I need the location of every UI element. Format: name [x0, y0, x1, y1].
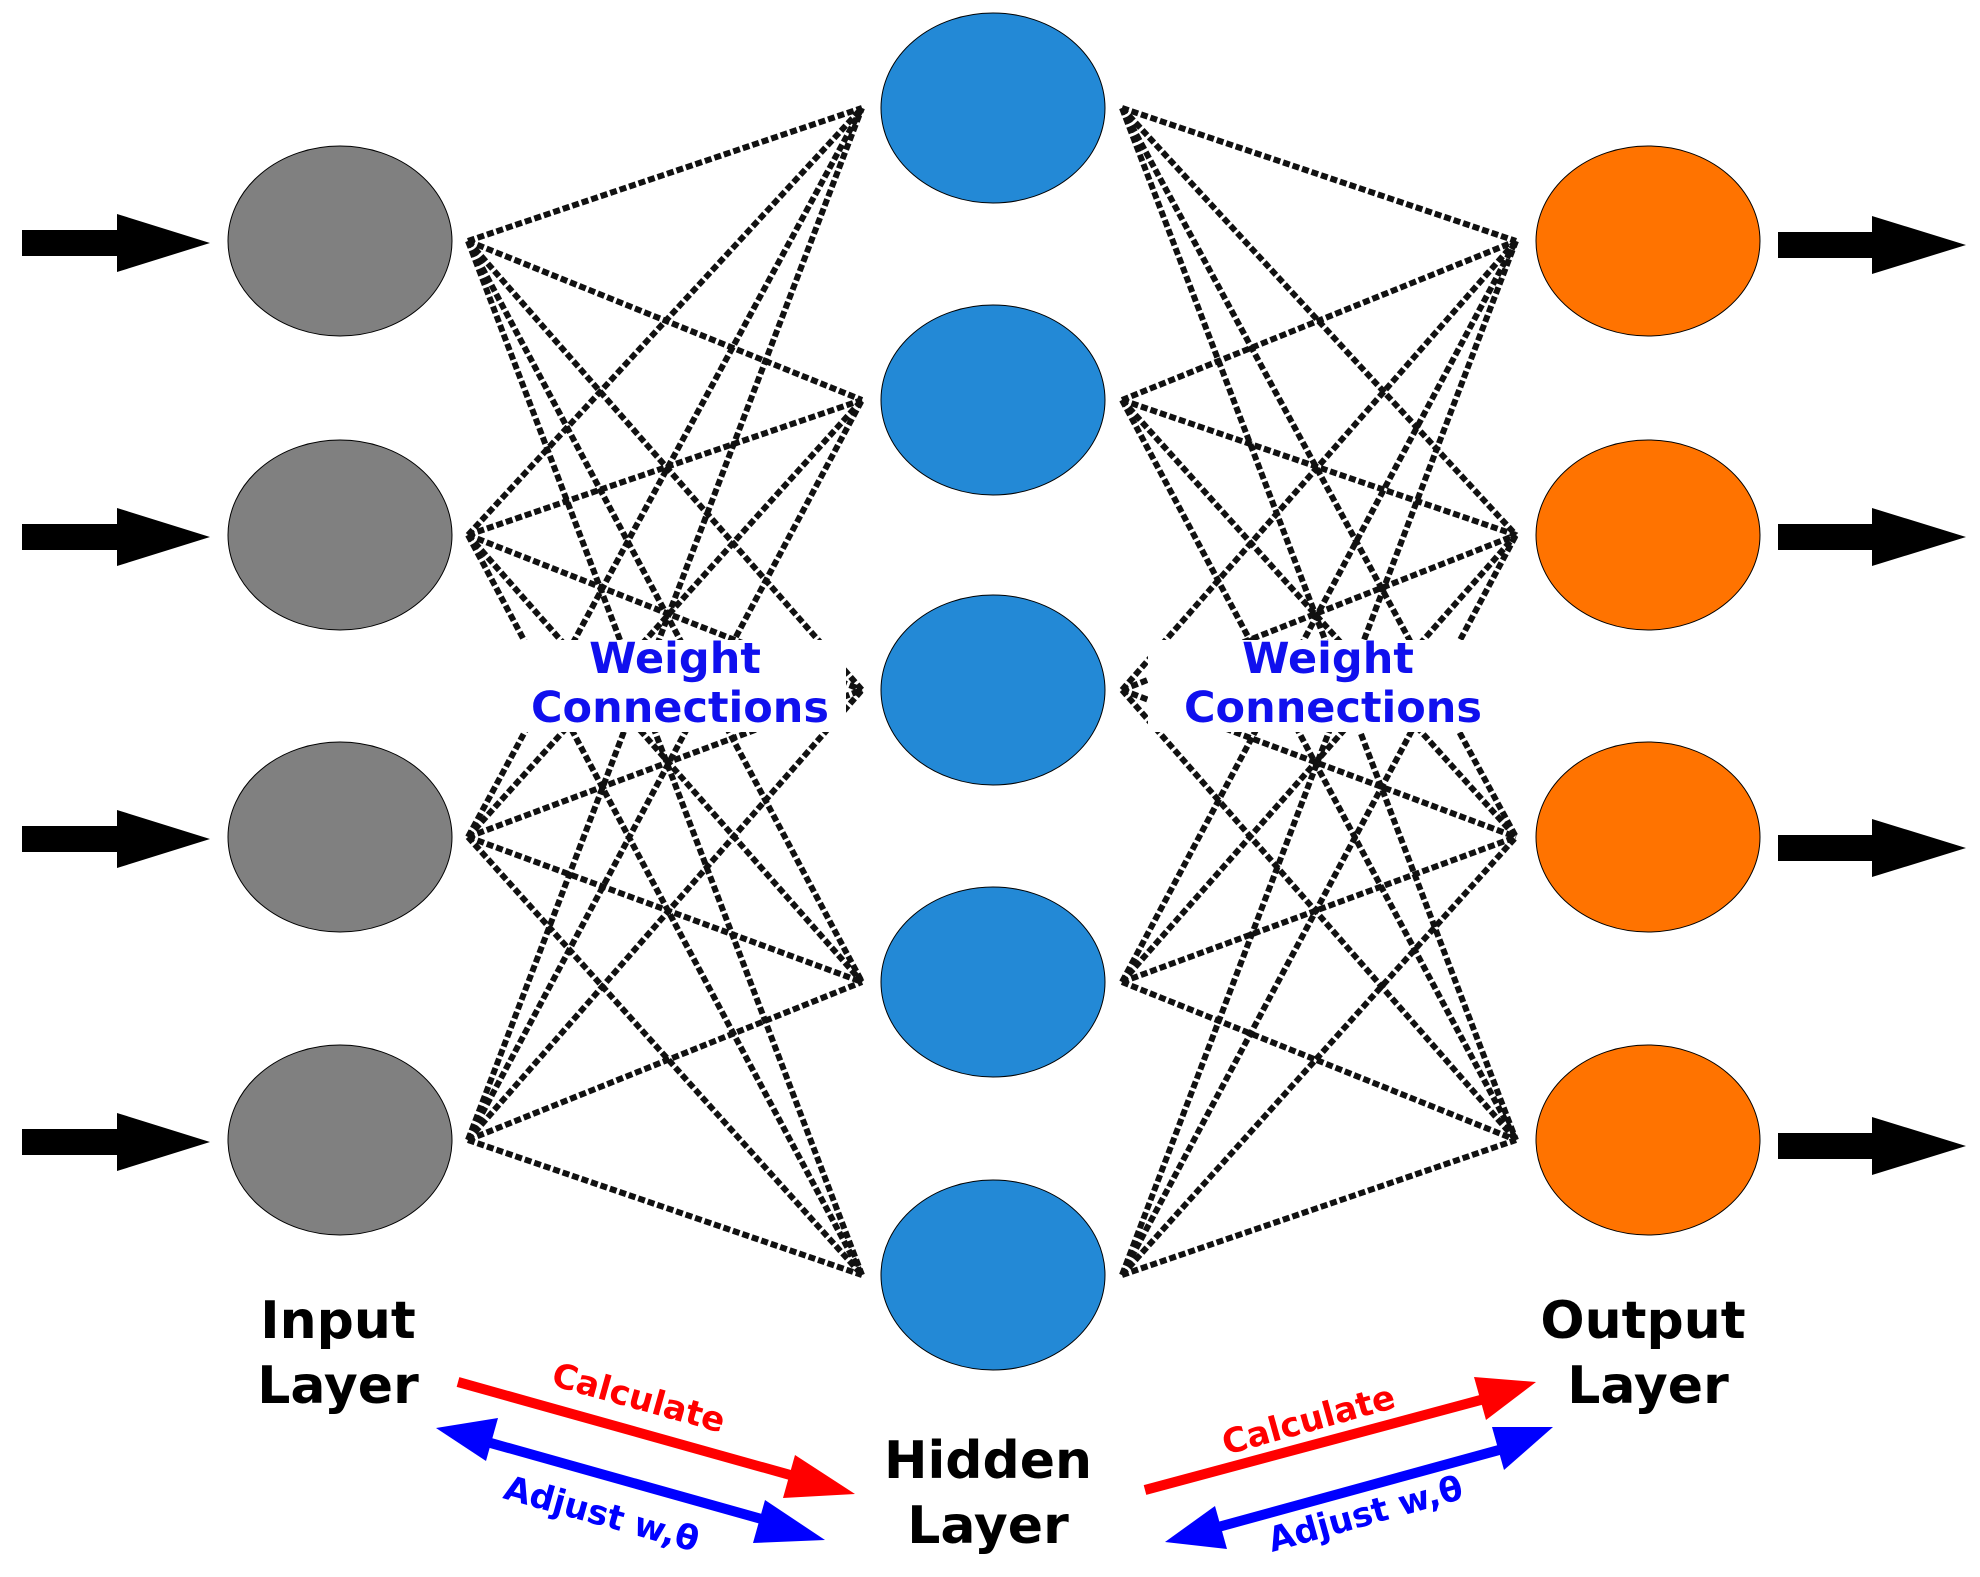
input-layer-nodes: [227, 145, 453, 1236]
output-node-3: [1535, 741, 1761, 933]
left-adjust-arrowhead-end-icon: [753, 1500, 825, 1543]
output-arrow-3-icon: [1778, 819, 1966, 877]
hidden-node-2: [880, 304, 1106, 496]
connection-input-2-hidden-1: [465, 105, 865, 538]
connection-hidden-5-output-3: [1119, 834, 1519, 1278]
weight-connections-right: [1119, 105, 1519, 1278]
output-node-4: [1535, 1044, 1761, 1236]
connection-input-4-hidden-4: [466, 979, 864, 1143]
hidden-layer-label-line2: Layer: [907, 1496, 1069, 1556]
weight-label-left: Weight Connections: [488, 634, 846, 733]
connection-hidden-4-output-2: [1119, 533, 1519, 984]
input-arrow-3-icon: [22, 810, 210, 868]
output-arrow-4-icon: [1778, 1117, 1966, 1175]
connection-input-4-hidden-2: [465, 398, 865, 1142]
left-adjust-label: Adjust w,θ: [500, 1468, 704, 1560]
connection-input-3-hidden-2: [465, 397, 865, 840]
output-layer-label-line2: Layer: [1567, 1356, 1729, 1416]
connection-input-2-hidden-4: [465, 533, 865, 984]
weight-label-right-line2: Connections: [1184, 683, 1482, 733]
right-adjust-arrow-shaft: [1198, 1442, 1512, 1537]
left-calculate-arrow-shaft: [456, 1377, 810, 1485]
input-layer-label-line1: Input: [260, 1291, 415, 1351]
right-calculate-arrowhead-icon: [1474, 1377, 1536, 1420]
output-node-2: [1535, 439, 1761, 631]
hidden-node-1: [880, 12, 1106, 204]
input-node-4: [227, 1044, 453, 1236]
weight-label-right-line1: Weight: [1242, 634, 1414, 684]
input-layer-label-line2: Layer: [257, 1356, 419, 1416]
weight-label-right-backing: [1148, 640, 1506, 732]
connection-hidden-2-output-3: [1119, 397, 1519, 840]
output-arrow-1-icon: [1778, 216, 1966, 274]
connection-hidden-5-output-4: [1121, 1137, 1517, 1278]
input-arrow-1-icon: [22, 214, 210, 272]
input-arrow-4-icon: [22, 1113, 210, 1171]
output-arrows: [1778, 216, 1966, 1175]
connection-hidden-5-output-1: [1119, 239, 1519, 1277]
left-flow-arrows: Calculate Adjust w,θ: [436, 1355, 855, 1561]
connection-input-3-hidden-1: [465, 106, 865, 839]
hidden-node-5: [880, 1179, 1106, 1371]
connection-input-4-hidden-1: [465, 106, 865, 1142]
weight-connections-left: [465, 105, 865, 1278]
left-adjust-arrow-shaft: [478, 1435, 792, 1532]
right-flow-arrows: Calculate Adjust w,θ: [1143, 1377, 1553, 1561]
connection-hidden-1-output-1: [1121, 105, 1517, 244]
input-arrows: [22, 214, 210, 1171]
connection-input-3-hidden-5: [465, 834, 865, 1278]
weight-label-left-backing: [488, 640, 846, 732]
input-node-1: [227, 145, 453, 337]
connection-hidden-4-output-4: [1120, 979, 1518, 1143]
input-node-3: [227, 741, 453, 933]
hidden-node-3: [880, 594, 1106, 786]
connection-input-1-hidden-1: [467, 105, 863, 244]
output-layer-label-line1: Output: [1540, 1291, 1745, 1351]
right-adjust-arrowhead-end-icon: [1492, 1427, 1553, 1470]
weight-label-right: Weight Connections: [1148, 634, 1506, 733]
output-layer-nodes: [1535, 145, 1761, 1236]
connection-input-4-hidden-5: [467, 1137, 863, 1278]
hidden-layer-nodes: [880, 12, 1106, 1371]
input-node-2: [227, 439, 453, 631]
connection-hidden-2-output-1: [1120, 238, 1518, 403]
input-arrow-2-icon: [22, 508, 210, 566]
left-calculate-arrowhead-icon: [783, 1455, 855, 1498]
output-arrow-2-icon: [1778, 508, 1966, 566]
weight-label-left-line2: Connections: [531, 683, 829, 733]
left-adjust-arrowhead-start-icon: [436, 1418, 498, 1461]
connection-hidden-1-output-4: [1119, 106, 1519, 1142]
connection-hidden-2-output-4: [1119, 398, 1519, 1142]
weight-label-left-line1: Weight: [589, 634, 761, 684]
right-adjust-arrowhead-start-icon: [1165, 1506, 1227, 1549]
hidden-layer-label-line1: Hidden: [884, 1431, 1092, 1491]
hidden-node-4: [880, 886, 1106, 1078]
right-calculate-arrow-shaft: [1143, 1393, 1490, 1495]
output-node-1: [1535, 145, 1761, 337]
connection-input-1-hidden-5: [465, 239, 865, 1277]
